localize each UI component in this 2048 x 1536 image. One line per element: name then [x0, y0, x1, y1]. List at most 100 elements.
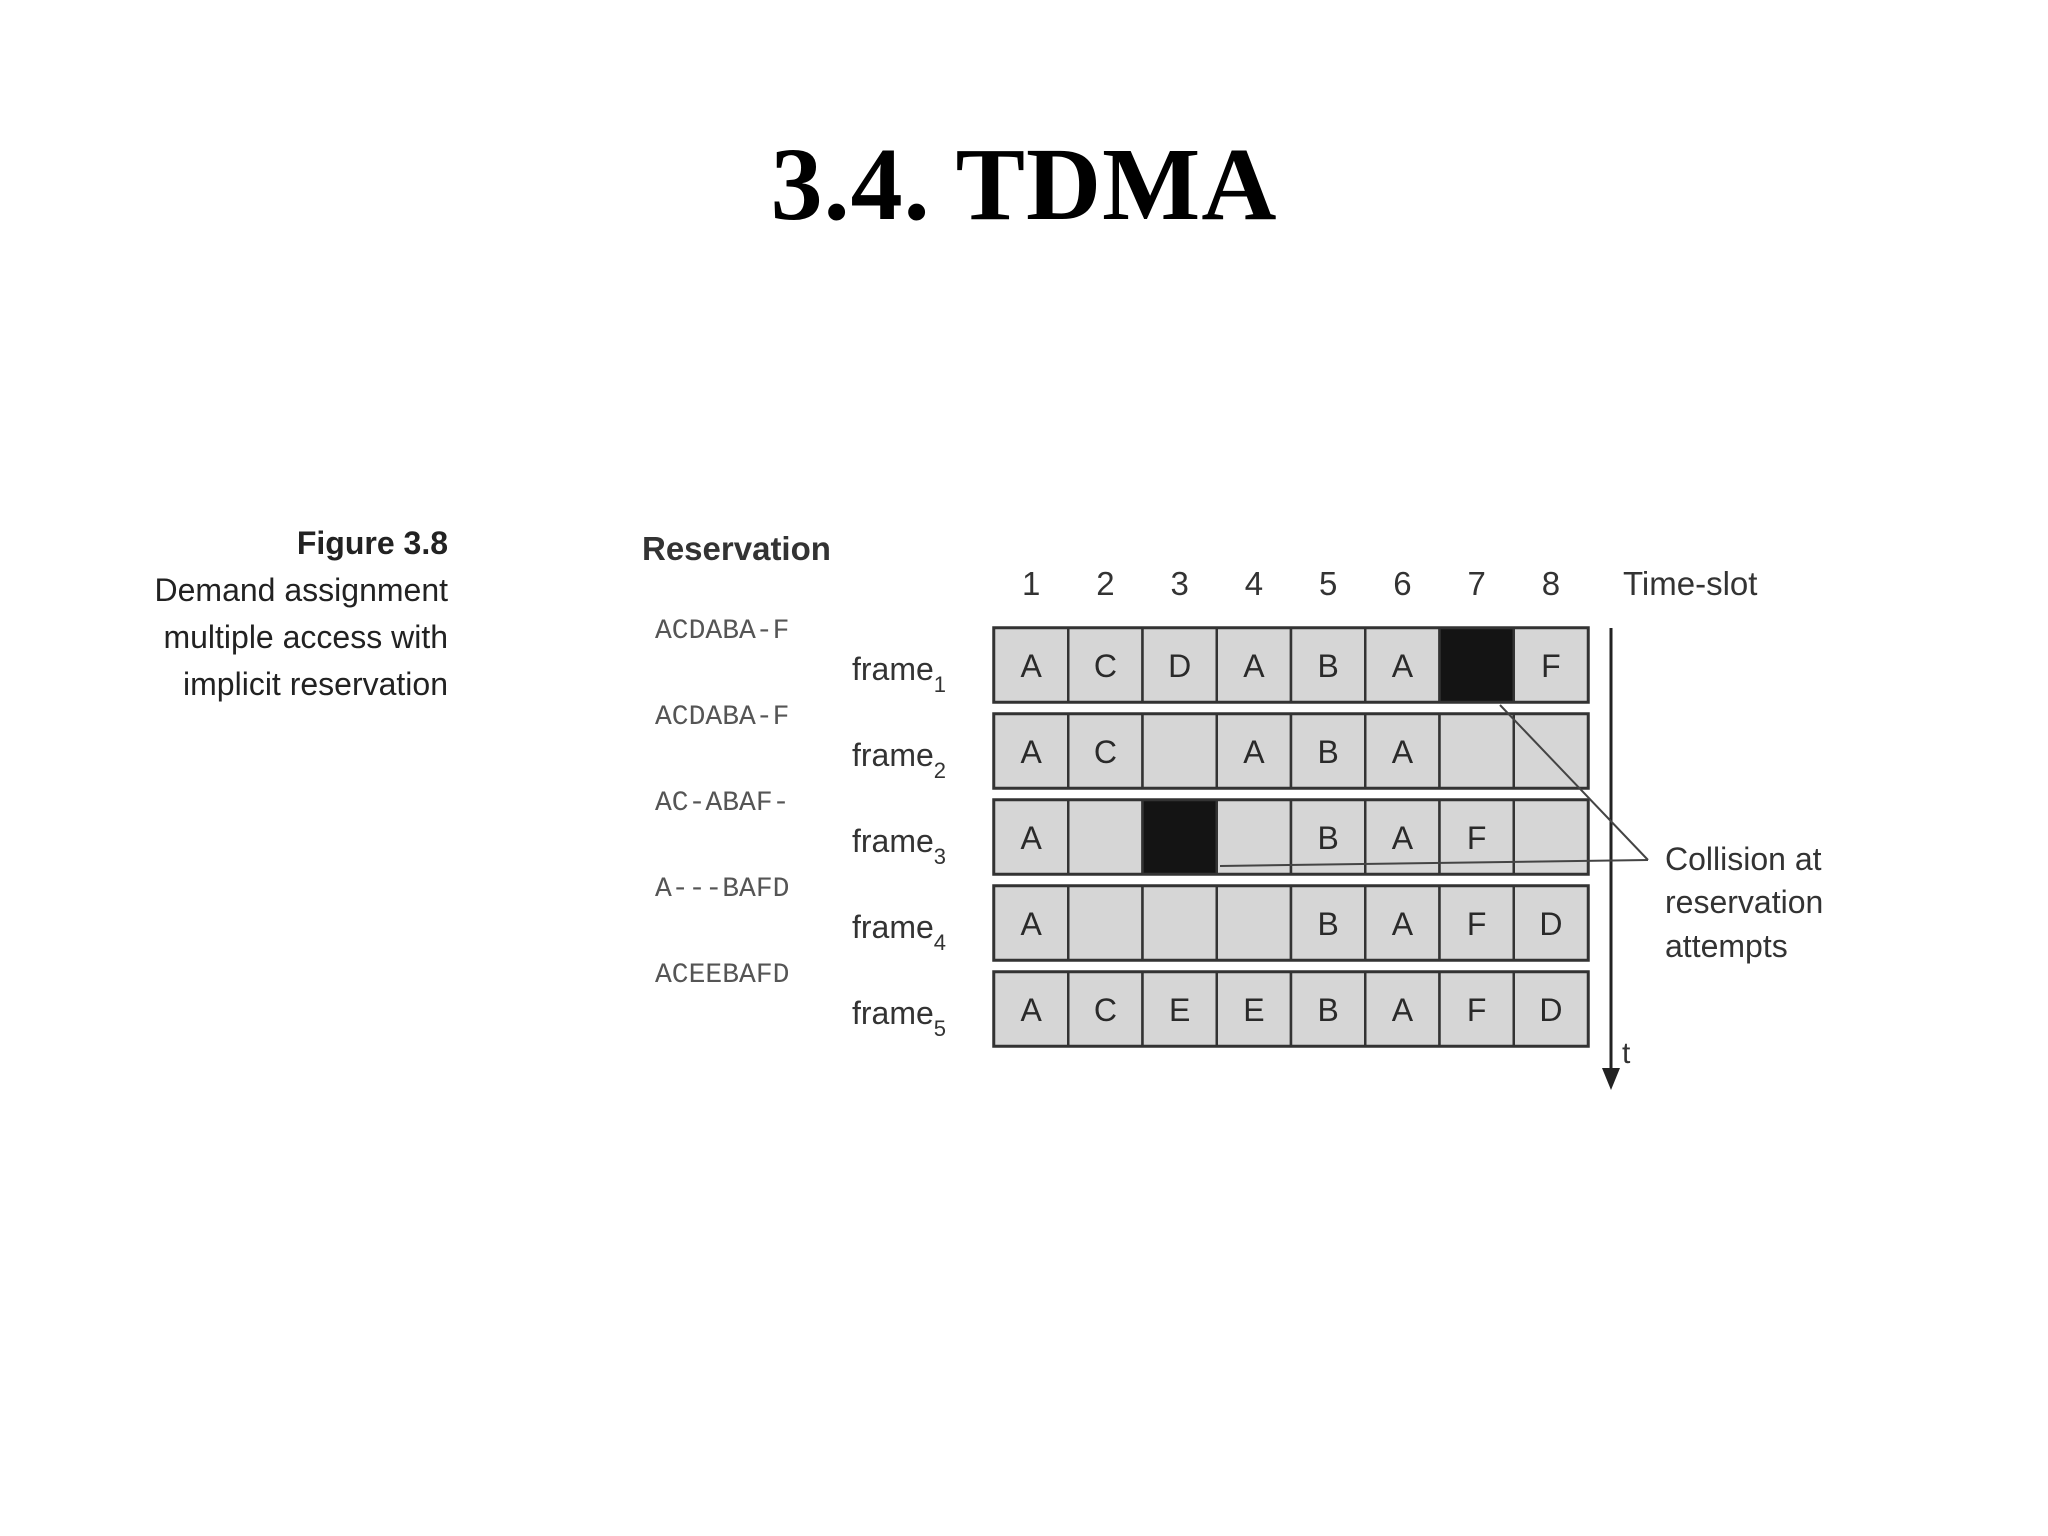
frame-label: frame2 — [852, 737, 946, 783]
time-slot — [1067, 970, 1144, 1048]
collision-pointer-lines — [1219, 704, 1649, 867]
reservation-sequence: ACDABA-F — [655, 616, 789, 647]
collision-slot — [1141, 798, 1218, 876]
slot-station-label: C — [1094, 992, 1117, 1028]
slot-number-1: 1 — [1022, 565, 1040, 602]
slot-station-label: D — [1539, 906, 1562, 942]
slot-station-label: A — [1392, 734, 1414, 770]
time-slot — [1067, 884, 1144, 962]
annotation-line-1: Collision at — [1665, 841, 1822, 877]
time-axis-label: t — [1622, 1037, 1631, 1070]
time-slot — [1215, 626, 1293, 704]
slot-number-6: 6 — [1393, 565, 1411, 602]
slot-station-label: B — [1317, 992, 1338, 1028]
slot-number-2: 2 — [1096, 565, 1114, 602]
time-slot — [1215, 798, 1293, 876]
time-slot — [1364, 884, 1441, 962]
slot-station-label: A — [1020, 734, 1042, 770]
time-slot — [1289, 712, 1367, 790]
slot-station-label: A — [1392, 992, 1414, 1028]
slot-station-label: A — [1243, 734, 1265, 770]
frame-label-name: frame — [852, 651, 934, 687]
time-slot — [1438, 884, 1515, 962]
time-slot — [1289, 626, 1367, 704]
time-slot — [992, 970, 1070, 1048]
time-slot — [1364, 626, 1441, 704]
caption-line-1: Demand assignment — [154, 572, 448, 608]
slot-number-7: 7 — [1467, 565, 1485, 602]
slot-station-label: B — [1317, 648, 1338, 684]
reservation-sequence: A---BAFD — [655, 874, 789, 905]
time-axis-arrow-icon — [1602, 1068, 1620, 1090]
slot-station-label: A — [1243, 648, 1265, 684]
frame-label-subscript: 1 — [934, 672, 946, 697]
time-slot — [1141, 626, 1218, 704]
figure-caption: Figure 3.8 Demand assignment multiple ac… — [155, 520, 448, 708]
time-slot — [1512, 884, 1590, 962]
frame-label: frame3 — [852, 823, 946, 869]
slot-station-label: B — [1317, 820, 1338, 856]
slot-station-label: A — [1020, 820, 1042, 856]
time-slot — [1289, 970, 1367, 1048]
collision-slot — [1438, 626, 1515, 704]
figure-number: Figure 3.8 — [296, 525, 448, 561]
slot-number-3: 3 — [1170, 565, 1188, 602]
slot-station-label: B — [1317, 906, 1338, 942]
collision-pointer-frame3 — [1219, 859, 1649, 867]
frame-row: A---BAFD frame4 A B A F D — [655, 874, 1590, 962]
frame-label-name: frame — [852, 909, 934, 945]
slot-station-label: E — [1243, 992, 1264, 1028]
slot-station-label: F — [1467, 992, 1487, 1028]
frame-label-subscript: 3 — [934, 844, 946, 869]
time-slot — [1289, 798, 1367, 876]
collision-annotation: Collision at reservation attempts — [1665, 841, 1823, 964]
slide-title: 3.4. TDMA — [770, 127, 1278, 242]
slot-number-4: 4 — [1245, 565, 1263, 602]
time-slot — [1141, 712, 1218, 790]
slot-number-5: 5 — [1319, 565, 1337, 602]
time-slot — [1438, 712, 1515, 790]
frame-label-name: frame — [852, 995, 934, 1031]
slot-station-label: D — [1539, 992, 1562, 1028]
slot-station-label: A — [1020, 906, 1042, 942]
time-slot — [992, 626, 1070, 704]
time-slot — [1215, 884, 1293, 962]
time-slot — [992, 884, 1070, 962]
slot-station-label: C — [1094, 648, 1117, 684]
time-slot — [1364, 798, 1441, 876]
slot-station-label: A — [1392, 906, 1414, 942]
slot-station-label: D — [1168, 648, 1191, 684]
slot-station-label: F — [1467, 820, 1487, 856]
caption-line-2: multiple access with — [163, 619, 448, 655]
time-slot-label: Time-slot — [1623, 565, 1757, 602]
slot-station-label: A — [1392, 648, 1414, 684]
slot-station-label: F — [1467, 906, 1487, 942]
time-slot — [1289, 884, 1367, 962]
frame-label-name: frame — [852, 823, 934, 859]
time-slot — [1512, 626, 1590, 704]
annotation-line-3: attempts — [1665, 928, 1788, 964]
collision-pointer-frame1 — [1499, 704, 1649, 861]
slot-station-label: B — [1317, 734, 1338, 770]
frame-label: frame1 — [852, 651, 946, 697]
frame-label-name: frame — [852, 737, 934, 773]
time-slot — [1067, 712, 1144, 790]
frame-label-subscript: 4 — [934, 930, 946, 955]
time-slot — [1512, 712, 1590, 790]
time-slot — [1067, 626, 1144, 704]
time-slot — [992, 712, 1070, 790]
frame-label: frame5 — [852, 995, 946, 1041]
frame-label-subscript: 5 — [934, 1016, 946, 1041]
slot-station-label: C — [1094, 734, 1117, 770]
time-slot — [1067, 798, 1144, 876]
frame-label-subscript: 2 — [934, 758, 946, 783]
frame-label: frame4 — [852, 909, 946, 955]
reservation-heading: Reservation — [642, 530, 831, 567]
